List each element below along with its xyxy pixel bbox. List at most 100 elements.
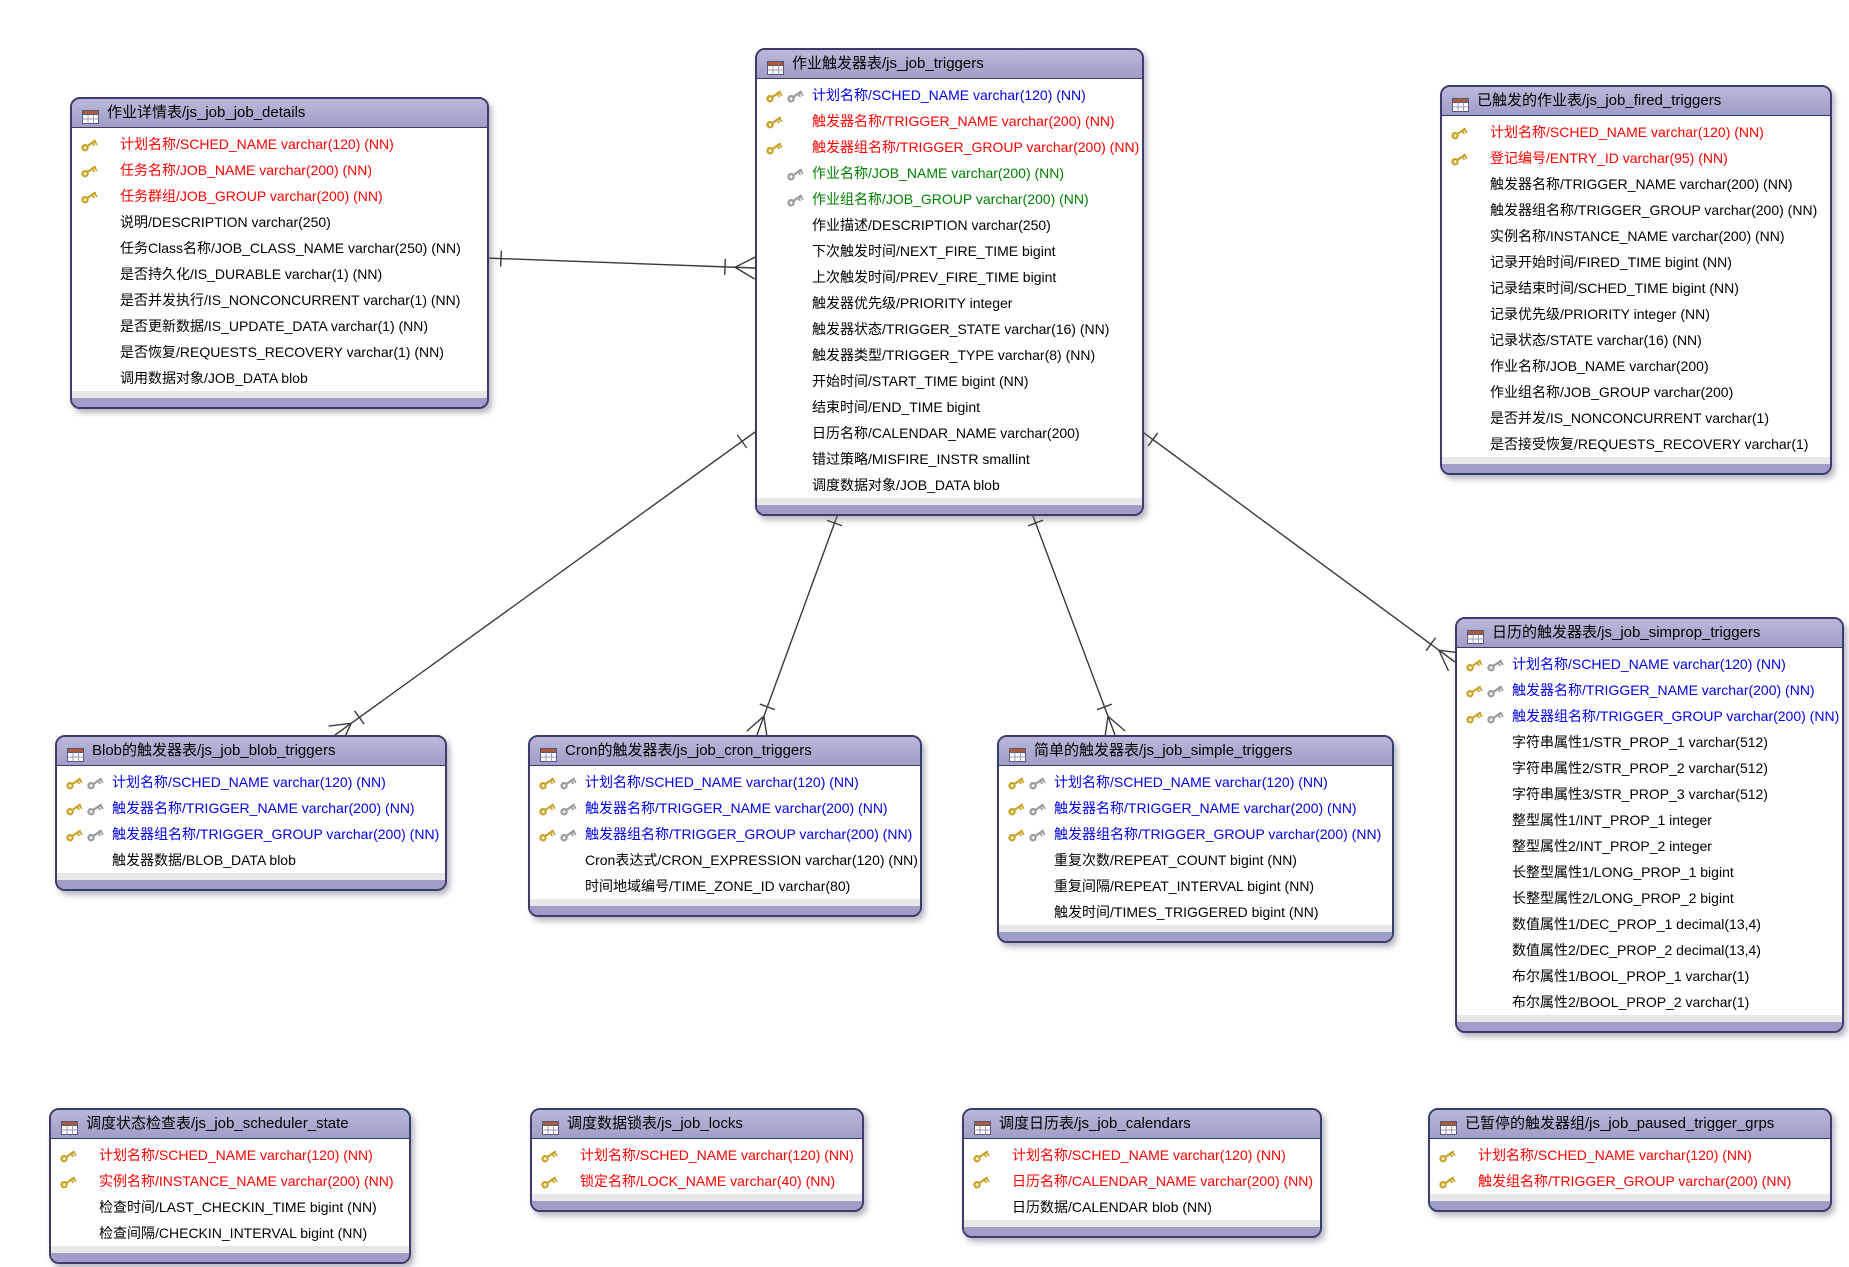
table-header-fired-triggers[interactable]: 已触发的作业表/js_job_fired_triggers bbox=[1442, 87, 1830, 116]
field-row[interactable]: 日历名称/CALENDAR_NAME varchar(200) (NN) bbox=[964, 1168, 1320, 1194]
field-row[interactable]: 计划名称/SCHED_NAME varchar(120) (NN) bbox=[1457, 651, 1842, 677]
field-row[interactable]: 触发器组名称/TRIGGER_GROUP varchar(200) (NN) bbox=[530, 821, 920, 847]
field-row[interactable]: 是否持久化/IS_DURABLE varchar(1) (NN) bbox=[72, 261, 487, 287]
table-header-cron-triggers[interactable]: Cron的触发器表/js_job_cron_triggers bbox=[530, 737, 920, 766]
table-header-paused-trigger-grps[interactable]: 已暂停的触发器组/js_job_paused_trigger_grps bbox=[1430, 1110, 1830, 1139]
field-row[interactable]: 布尔属性1/BOOL_PROP_1 varchar(1) bbox=[1457, 963, 1842, 989]
field-row[interactable]: 任务名称/JOB_NAME varchar(200) (NN) bbox=[72, 157, 487, 183]
field-row[interactable]: 布尔属性2/BOOL_PROP_2 varchar(1) bbox=[1457, 989, 1842, 1015]
relationship-line-triggers-to-simprop-triggers[interactable] bbox=[1139, 429, 1462, 672]
field-row[interactable]: 字符串属性1/STR_PROP_1 varchar(512) bbox=[1457, 729, 1842, 755]
field-row[interactable]: 触发器类型/TRIGGER_TYPE varchar(8) (NN) bbox=[757, 342, 1142, 368]
field-row[interactable]: 触发时间/TIMES_TRIGGERED bigint (NN) bbox=[999, 899, 1392, 925]
field-row[interactable]: 检查时间/LAST_CHECKIN_TIME bigint (NN) bbox=[51, 1194, 409, 1220]
field-row[interactable]: 结束时间/END_TIME bigint bbox=[757, 394, 1142, 420]
field-row[interactable]: 是否更新数据/IS_UPDATE_DATA varchar(1) (NN) bbox=[72, 313, 487, 339]
field-row[interactable]: 重复间隔/REPEAT_INTERVAL bigint (NN) bbox=[999, 873, 1392, 899]
table-simple-triggers[interactable]: 简单的触发器表/js_job_simple_triggers 计划名称/SCHED… bbox=[997, 735, 1394, 943]
field-row[interactable]: 上次触发时间/PREV_FIRE_TIME bigint bbox=[757, 264, 1142, 290]
field-row[interactable]: 字符串属性3/STR_PROP_3 varchar(512) bbox=[1457, 781, 1842, 807]
field-row[interactable]: 下次触发时间/NEXT_FIRE_TIME bigint bbox=[757, 238, 1142, 264]
field-row[interactable]: 记录结束时间/SCHED_TIME bigint (NN) bbox=[1442, 275, 1830, 301]
field-row[interactable]: 数值属性1/DEC_PROP_1 decimal(13,4) bbox=[1457, 911, 1842, 937]
field-row[interactable]: 作业组名称/JOB_GROUP varchar(200) (NN) bbox=[757, 186, 1142, 212]
field-row[interactable]: 记录开始时间/FIRED_TIME bigint (NN) bbox=[1442, 249, 1830, 275]
field-row[interactable]: 重复次数/REPEAT_COUNT bigint (NN) bbox=[999, 847, 1392, 873]
field-row[interactable]: 是否并发执行/IS_NONCONCURRENT varchar(1) (NN) bbox=[72, 287, 487, 313]
field-row[interactable]: 说明/DESCRIPTION varchar(250) bbox=[72, 209, 487, 235]
field-row[interactable]: 日历名称/CALENDAR_NAME varchar(200) bbox=[757, 420, 1142, 446]
field-row[interactable]: 调度数据对象/JOB_DATA blob bbox=[757, 472, 1142, 498]
field-row[interactable]: 计划名称/SCHED_NAME varchar(120) (NN) bbox=[57, 769, 445, 795]
field-row[interactable]: 长整型属性1/LONG_PROP_1 bigint bbox=[1457, 859, 1842, 885]
field-row[interactable]: 登记编号/ENTRY_ID varchar(95) (NN) bbox=[1442, 145, 1830, 171]
field-row[interactable]: 实例名称/INSTANCE_NAME varchar(200) (NN) bbox=[51, 1168, 409, 1194]
table-header-job-details[interactable]: 作业详情表/js_job_job_details bbox=[72, 99, 487, 128]
table-scheduler-state[interactable]: 调度状态检查表/js_job_scheduler_state 计划名称/SCHED… bbox=[49, 1108, 411, 1264]
table-header-locks[interactable]: 调度数据锁表/js_job_locks bbox=[532, 1110, 862, 1139]
field-row[interactable]: 触发器名称/TRIGGER_NAME varchar(200) (NN) bbox=[757, 108, 1142, 134]
table-header-simple-triggers[interactable]: 简单的触发器表/js_job_simple_triggers bbox=[999, 737, 1392, 766]
table-header-simprop-triggers[interactable]: 日历的触发器表/js_job_simprop_triggers bbox=[1457, 619, 1842, 648]
field-row[interactable]: 作业描述/DESCRIPTION varchar(250) bbox=[757, 212, 1142, 238]
field-row[interactable]: 是否接受恢复/REQUESTS_RECOVERY varchar(1) bbox=[1442, 431, 1830, 457]
field-row[interactable]: 记录优先级/PRIORITY integer (NN) bbox=[1442, 301, 1830, 327]
field-row[interactable]: 触发器名称/TRIGGER_NAME varchar(200) (NN) bbox=[999, 795, 1392, 821]
field-row[interactable]: 整型属性2/INT_PROP_2 integer bbox=[1457, 833, 1842, 859]
field-row[interactable]: 计划名称/SCHED_NAME varchar(120) (NN) bbox=[51, 1142, 409, 1168]
table-locks[interactable]: 调度数据锁表/js_job_locks 计划名称/SCHED_NAME varch… bbox=[530, 1108, 864, 1212]
field-row[interactable]: 作业名称/JOB_NAME varchar(200) (NN) bbox=[757, 160, 1142, 186]
table-job-details[interactable]: 作业详情表/js_job_job_details 计划名称/SCHED_NAME … bbox=[70, 97, 489, 409]
field-row[interactable]: 计划名称/SCHED_NAME varchar(120) (NN) bbox=[999, 769, 1392, 795]
field-row[interactable]: 调用数据对象/JOB_DATA blob bbox=[72, 365, 487, 391]
field-row[interactable]: 触发器名称/TRIGGER_NAME varchar(200) (NN) bbox=[57, 795, 445, 821]
field-row[interactable]: 作业名称/JOB_NAME varchar(200) bbox=[1442, 353, 1830, 379]
table-cron-triggers[interactable]: Cron的触发器表/js_job_cron_triggers 计划名称/SCHED… bbox=[528, 735, 922, 917]
field-row[interactable]: 检查间隔/CHECKIN_INTERVAL bigint (NN) bbox=[51, 1220, 409, 1246]
table-paused-trigger-grps[interactable]: 已暂停的触发器组/js_job_paused_trigger_grps 计划名称/… bbox=[1428, 1108, 1832, 1212]
table-calendars[interactable]: 调度日历表/js_job_calendars 计划名称/SCHED_NAME va… bbox=[962, 1108, 1322, 1238]
field-row[interactable]: 触发器优先级/PRIORITY integer bbox=[757, 290, 1142, 316]
field-row[interactable]: 触发器状态/TRIGGER_STATE varchar(16) (NN) bbox=[757, 316, 1142, 342]
field-row[interactable]: 触发器组名称/TRIGGER_GROUP varchar(200) (NN) bbox=[999, 821, 1392, 847]
table-header-calendars[interactable]: 调度日历表/js_job_calendars bbox=[964, 1110, 1320, 1139]
field-row[interactable]: 字符串属性2/STR_PROP_2 varchar(512) bbox=[1457, 755, 1842, 781]
field-row[interactable]: 长整型属性2/LONG_PROP_2 bigint bbox=[1457, 885, 1842, 911]
field-row[interactable]: 任务群组/JOB_GROUP varchar(200) (NN) bbox=[72, 183, 487, 209]
field-row[interactable]: 锁定名称/LOCK_NAME varchar(40) (NN) bbox=[532, 1168, 862, 1194]
table-header-scheduler-state[interactable]: 调度状态检查表/js_job_scheduler_state bbox=[51, 1110, 409, 1139]
table-header-triggers[interactable]: 作业触发器表/js_job_triggers bbox=[757, 50, 1142, 79]
table-blob-triggers[interactable]: Blob的触发器表/js_job_blob_triggers 计划名称/SCHED… bbox=[55, 735, 447, 891]
field-row[interactable]: 触发器组名称/TRIGGER_GROUP varchar(200) (NN) bbox=[757, 134, 1142, 160]
relationship-line-triggers-to-simple-triggers[interactable] bbox=[1027, 507, 1126, 739]
field-row[interactable]: 是否并发/IS_NONCONCURRENT varchar(1) bbox=[1442, 405, 1830, 431]
field-row[interactable]: 错过策略/MISFIRE_INSTR smallint bbox=[757, 446, 1142, 472]
relationship-line-triggers-to-blob-triggers[interactable] bbox=[328, 431, 756, 745]
field-row[interactable]: 记录状态/STATE varchar(16) (NN) bbox=[1442, 327, 1830, 353]
field-row[interactable]: 时间地域编号/TIME_ZONE_ID varchar(80) bbox=[530, 873, 920, 899]
field-row[interactable]: 整型属性1/INT_PROP_1 integer bbox=[1457, 807, 1842, 833]
field-row[interactable]: 触发器名称/TRIGGER_NAME varchar(200) (NN) bbox=[1442, 171, 1830, 197]
field-row[interactable]: 触发器组名称/TRIGGER_GROUP varchar(200) (NN) bbox=[1457, 703, 1842, 729]
relationship-line-job-details-to-triggers[interactable] bbox=[484, 250, 756, 280]
field-row[interactable]: 是否恢复/REQUESTS_RECOVERY varchar(1) (NN) bbox=[72, 339, 487, 365]
field-row[interactable]: 计划名称/SCHED_NAME varchar(120) (NN) bbox=[530, 769, 920, 795]
table-simprop-triggers[interactable]: 日历的触发器表/js_job_simprop_triggers 计划名称/SCHE… bbox=[1455, 617, 1844, 1033]
table-header-blob-triggers[interactable]: Blob的触发器表/js_job_blob_triggers bbox=[57, 737, 445, 766]
field-row[interactable]: 开始时间/START_TIME bigint (NN) bbox=[757, 368, 1142, 394]
field-row[interactable]: 触发器组名称/TRIGGER_GROUP varchar(200) (NN) bbox=[1442, 197, 1830, 223]
field-row[interactable]: 任务Class名称/JOB_CLASS_NAME varchar(250) (N… bbox=[72, 235, 487, 261]
field-row[interactable]: 触发器名称/TRIGGER_NAME varchar(200) (NN) bbox=[1457, 677, 1842, 703]
field-row[interactable]: 计划名称/SCHED_NAME varchar(120) (NN) bbox=[72, 131, 487, 157]
field-row[interactable]: 计划名称/SCHED_NAME varchar(120) (NN) bbox=[964, 1142, 1320, 1168]
field-row[interactable]: 触发器组名称/TRIGGER_GROUP varchar(200) (NN) bbox=[57, 821, 445, 847]
field-row[interactable]: 数值属性2/DEC_PROP_2 decimal(13,4) bbox=[1457, 937, 1842, 963]
field-row[interactable]: 实例名称/INSTANCE_NAME varchar(200) (NN) bbox=[1442, 223, 1830, 249]
field-row[interactable]: 计划名称/SCHED_NAME varchar(120) (NN) bbox=[532, 1142, 862, 1168]
field-row[interactable]: 触发组名称/TRIGGER_GROUP varchar(200) (NN) bbox=[1430, 1168, 1830, 1194]
field-row[interactable]: 触发器数据/BLOB_DATA blob bbox=[57, 847, 445, 873]
field-row[interactable]: 日历数据/CALENDAR blob (NN) bbox=[964, 1194, 1320, 1220]
field-row[interactable]: 计划名称/SCHED_NAME varchar(120) (NN) bbox=[1430, 1142, 1830, 1168]
field-row[interactable]: 计划名称/SCHED_NAME varchar(120) (NN) bbox=[757, 82, 1142, 108]
